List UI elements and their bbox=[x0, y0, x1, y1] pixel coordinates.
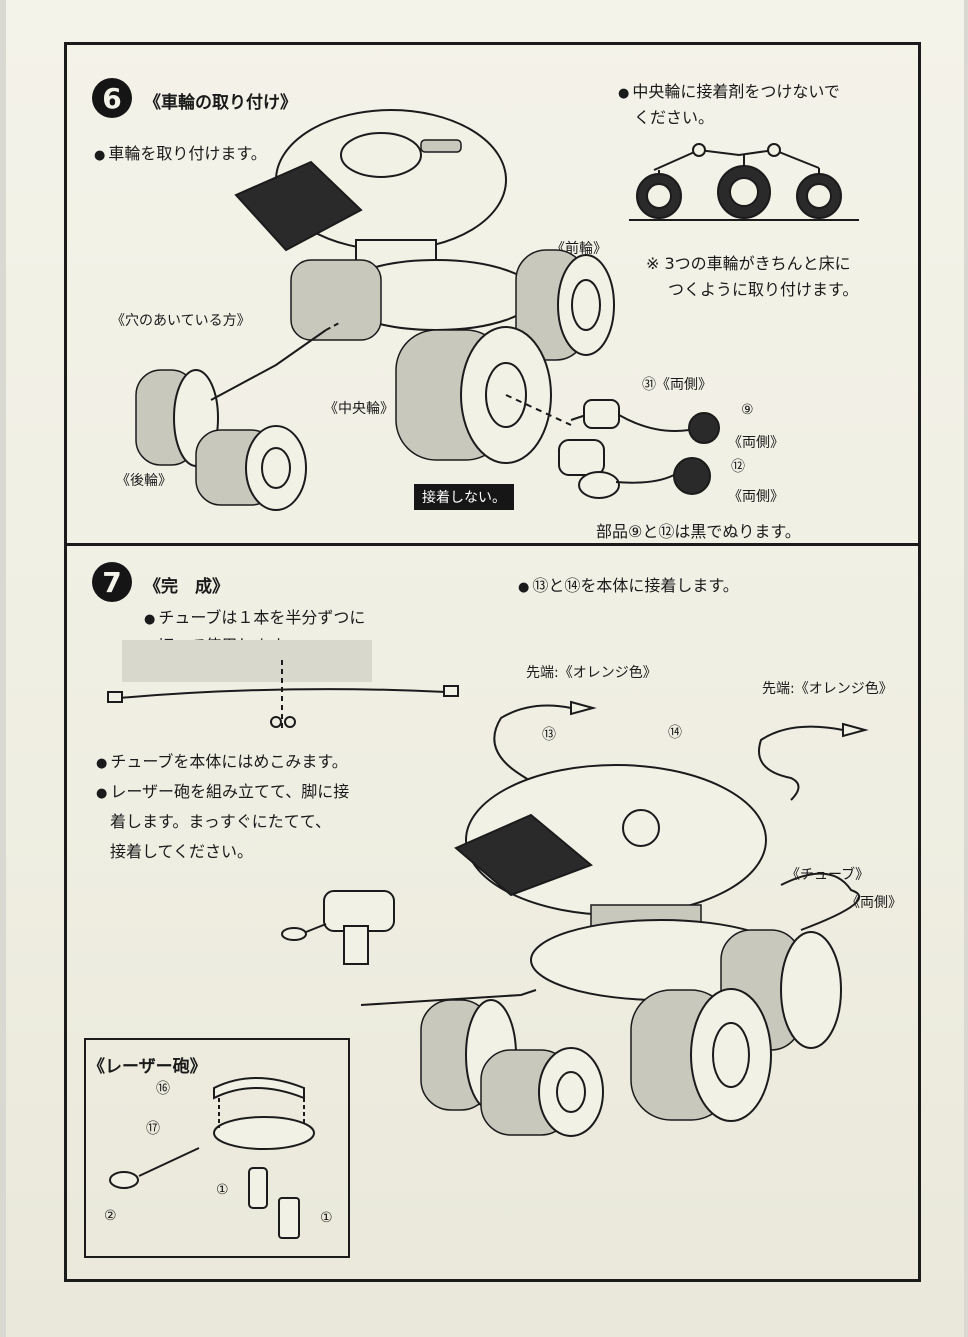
rover-body-illustration bbox=[135, 109, 617, 511]
step-7-tube-cut: チューブは１本を半分ずつに bbox=[144, 604, 365, 628]
no-glue-badge: 接着しない。 bbox=[414, 484, 514, 510]
part-16-label: ⑯ bbox=[156, 1081, 170, 1097]
laser-detail-box bbox=[84, 1038, 350, 1258]
part-1b-label: ① bbox=[320, 1210, 333, 1226]
page-border bbox=[64, 42, 921, 1282]
part-1a-label: ① bbox=[216, 1182, 229, 1198]
step-6-note-wheels: ※ 3つの車輪がきちんと床に bbox=[646, 254, 851, 273]
label-rear-wheel: 《後輪》 bbox=[116, 473, 172, 489]
tube-side-label: 《両側》 bbox=[846, 895, 902, 911]
part-13-label: ⑬ bbox=[542, 727, 556, 743]
step-7-number: 7 bbox=[92, 562, 132, 602]
tip-14-label: 先端:《オレンジ色》 bbox=[762, 681, 893, 697]
completed-rover-illustration bbox=[360, 700, 869, 1137]
step-7-laser-1: レーザー砲を組み立てて、脚に接 bbox=[96, 778, 349, 802]
step-7-glue-parts: ⑬と⑭を本体に接着します。 bbox=[518, 572, 738, 596]
laser-gun-illustration bbox=[281, 890, 395, 965]
part-12-side: 《両側》 bbox=[728, 489, 784, 505]
step-6-title: 《車輪の取り付け》 bbox=[144, 93, 297, 113]
label-center-wheel: 《中央輪》 bbox=[324, 401, 394, 417]
step-7-title: 《完 成》 bbox=[144, 577, 229, 597]
paint-note: 部品⑨と⑫は黒でぬります。 bbox=[596, 522, 801, 541]
part-9-label: ⑨ bbox=[741, 402, 754, 418]
part-17-label: ⑰ bbox=[146, 1121, 160, 1137]
tip-13-label: 先端:《オレンジ色》 bbox=[526, 665, 657, 681]
step-7-laser-3: 接着してください。 bbox=[110, 842, 254, 861]
step-6-note-center-wheel: 中央輪に接着剤をつけないで bbox=[618, 78, 840, 102]
step-6-note-wheels-2: つくように取り付けます。 bbox=[668, 280, 859, 299]
parts-9-12-illustration bbox=[558, 399, 720, 499]
laser-title: 《レーザー砲》 bbox=[88, 1057, 207, 1077]
step-7-insert-tube: チューブを本体にはめこみます。 bbox=[96, 748, 347, 772]
step-6-number: 6 bbox=[92, 78, 132, 118]
part-2-label: ② bbox=[104, 1208, 117, 1224]
wheel-alignment-illustration bbox=[629, 143, 859, 221]
tube-cut-illustration bbox=[107, 640, 459, 732]
section-divider bbox=[66, 543, 919, 546]
part-12-label: ⑫ bbox=[731, 459, 745, 475]
part-9-side: 《両側》 bbox=[728, 435, 784, 451]
step-6-instruction: 車輪を取り付けます。 bbox=[94, 140, 266, 164]
label-hole-side: 《穴のあいている方》 bbox=[111, 313, 251, 329]
part-14-label: ⑭ bbox=[668, 725, 682, 741]
step-7-laser-2: 着します。まっすぐにたてて、 bbox=[110, 812, 331, 831]
step-6-note-center-wheel-2: ください。 bbox=[634, 108, 715, 127]
part-31-label: ㉛《両側》 bbox=[642, 377, 712, 393]
instruction-sheet: 6 《車輪の取り付け》 車輪を取り付けます。 中央輪に接着剤をつけないで くださ… bbox=[6, 0, 964, 1337]
